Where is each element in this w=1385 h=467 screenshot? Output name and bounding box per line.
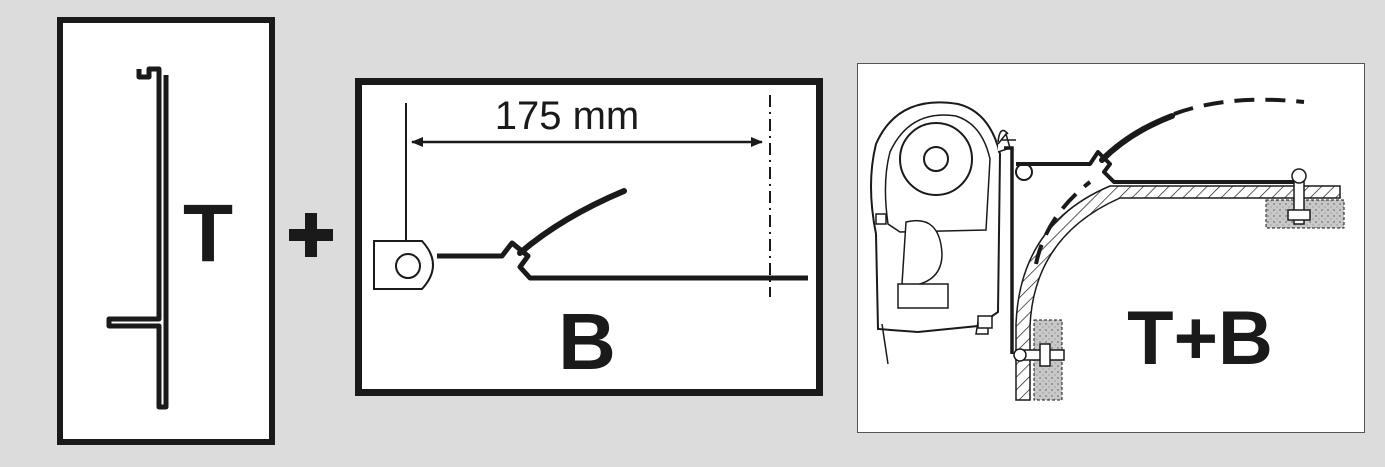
t-profile-line [106,66,169,410]
roller-axle [923,146,949,172]
vehicle-outline-dashed [1034,180,1092,265]
wall-profile-t [1004,146,1014,354]
cassette-inner [884,114,991,233]
wall-nut [1039,343,1051,367]
roof-rail-b [1016,150,1300,184]
roof-nut [1287,209,1311,221]
roof-bolt-head [1291,168,1307,184]
t-label: T [183,188,233,279]
wall-bolt-head [1013,348,1027,362]
rail-profile [437,240,808,281]
panel-tb: T+B [857,63,1365,433]
extended-fabric-line [1173,97,1305,116]
rail-bracket [997,129,1016,143]
lug-hole [395,253,421,279]
bracket-screw [1015,163,1033,181]
panel-b: 175 mm B [355,78,823,396]
vehicle-wall [1015,185,1341,401]
awning-fabric [1099,113,1175,163]
tb-assembly-drawing: T+B [870,97,1345,401]
screw-head-bottom [977,315,993,329]
cassette-block [897,283,949,309]
dimension-label: 175 mm [495,94,640,138]
cassette-clip [875,213,889,365]
t-profile-drawing: T [106,66,233,410]
panel-t: T [57,17,275,445]
b-label: B [558,297,616,386]
plus-icon [289,213,333,257]
rail-lip [517,188,627,256]
b-rail-drawing: 175 mm B [373,94,808,386]
tb-label: T+B [1127,296,1273,381]
